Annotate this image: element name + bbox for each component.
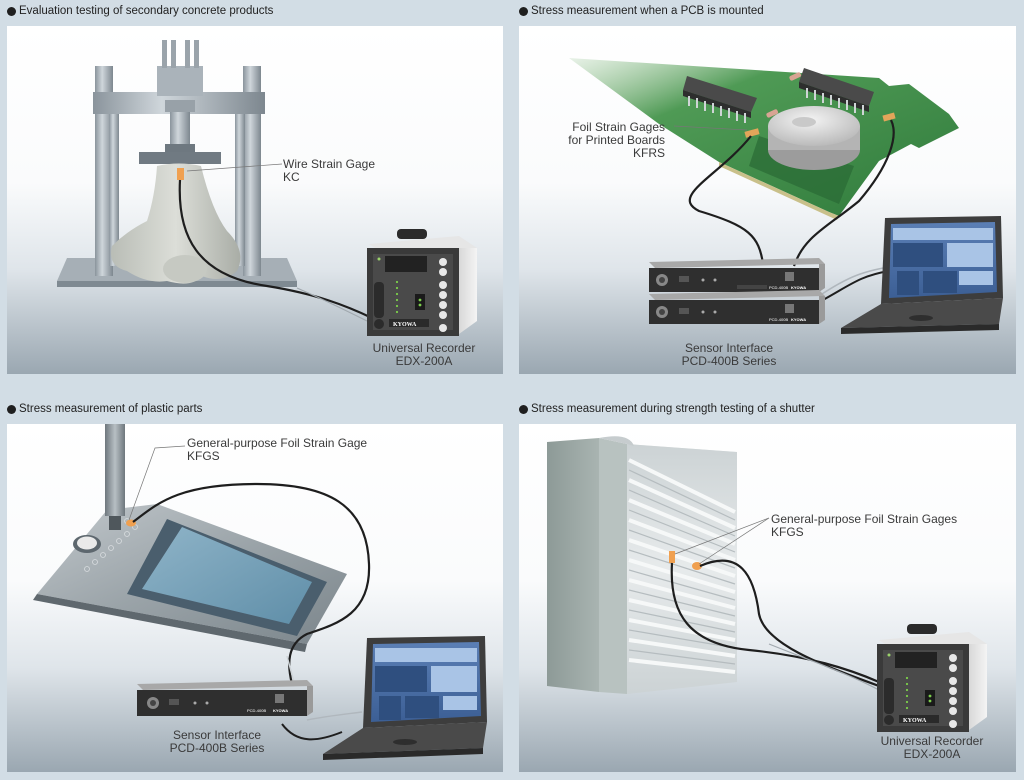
capacitor-disk xyxy=(768,106,860,170)
universal-recorder-device: KYOWA xyxy=(877,624,987,732)
section-title-concrete: Evaluation testing of secondary concrete… xyxy=(7,5,273,17)
pressing-rod xyxy=(105,424,125,530)
label-universal-recorder: Universal Recorder EDX-200A xyxy=(372,341,476,368)
ic-chip xyxy=(683,76,757,123)
laptop xyxy=(323,636,487,760)
cable xyxy=(688,135,765,265)
panel-concrete-testing: KYOWA Wire Strain Gage KC Universal Reco… xyxy=(7,26,503,374)
plastic-tablet-part xyxy=(33,504,347,652)
leader-line xyxy=(674,517,770,555)
wire-strain-gage xyxy=(177,168,184,180)
shutter-illustration: KYOWA xyxy=(547,436,987,732)
cable xyxy=(132,482,371,685)
resistor xyxy=(766,109,779,118)
cable xyxy=(699,559,880,688)
test-frame-ram xyxy=(139,100,221,164)
section-title-text: Stress measurement during strength testi… xyxy=(531,403,815,415)
universal-recorder-device: KYOWA xyxy=(367,229,477,336)
device-model-text: PCD-400B xyxy=(247,708,266,713)
panel-shutter-testing: KYOWA General-purpose Foil Strain Gages … xyxy=(519,424,1016,772)
section-title-text: Stress measurement of plastic parts xyxy=(19,403,203,415)
concrete-block xyxy=(111,163,241,284)
label-wire-strain-gage: Wire Strain Gage KC xyxy=(283,157,376,184)
device-brand-logo: KYOWA xyxy=(903,718,927,724)
label-general-purpose-foil-strain-gage: General-purpose Foil Strain Gage KFGS xyxy=(187,436,368,463)
sensor-interface-device: PCD-400B KYOWA xyxy=(137,680,313,716)
label-general-purpose-foil-strain-gages: General-purpose Foil Strain Gages KFGS xyxy=(771,512,958,539)
plastic-parts-illustration: PCD-400B KYOWA xyxy=(33,424,487,760)
cable xyxy=(792,119,895,267)
leader-line xyxy=(673,125,748,131)
section-title-text: Evaluation testing of secondary concrete… xyxy=(19,5,274,17)
leader-line xyxy=(186,163,283,172)
section-title-shutter: Stress measurement during strength testi… xyxy=(519,403,815,415)
cable xyxy=(670,562,880,684)
section-title-pcb: Stress measurement when a PCB is mounted xyxy=(519,5,764,17)
label-sensor-interface: Sensor Interface PCD-400B Series xyxy=(169,728,265,755)
bullet-icon xyxy=(7,6,16,16)
device-model-text: PCD-400B xyxy=(769,317,788,322)
device-model-text: PCD-400B xyxy=(769,285,788,290)
shutter xyxy=(547,436,737,694)
sensor-interface-device: PCD-400B KYOWA xyxy=(649,258,825,292)
laptop xyxy=(841,216,1003,334)
bullet-icon xyxy=(519,404,528,414)
foil-strain-gage xyxy=(744,128,760,138)
bullet-icon xyxy=(7,404,16,414)
cable xyxy=(178,179,373,319)
label-sensor-interface: Sensor Interface PCD-400B Series xyxy=(681,341,777,368)
section-title-plastic: Stress measurement of plastic parts xyxy=(7,403,202,415)
resistor xyxy=(789,72,802,81)
concrete-test-illustration: KYOWA xyxy=(57,40,477,336)
label-universal-recorder: Universal Recorder EDX-200A xyxy=(880,734,984,761)
device-brand-logo: KYOWA xyxy=(393,322,417,328)
section-title-text: Stress measurement when a PCB is mounted xyxy=(531,5,764,17)
foil-strain-gage xyxy=(669,551,675,563)
device-brand-logo: KYOWA xyxy=(273,708,288,713)
label-foil-strain-gages-kfrs: Foil Strain Gages for Printed Boards KFR… xyxy=(568,120,665,160)
leader-line xyxy=(698,517,770,565)
leader-line xyxy=(128,445,186,521)
pcb-illustration: PCD-400B KYOWA PCD-400B KYOWA xyxy=(569,58,1003,334)
panel-pcb-stress: PCD-400B KYOWA PCD-400B KYOWA xyxy=(519,26,1016,374)
device-brand-logo: KYOWA xyxy=(791,317,806,322)
ic-chip xyxy=(799,68,874,115)
device-brand-logo: KYOWA xyxy=(791,285,806,290)
sensor-interface-device: PCD-400B KYOWA xyxy=(649,290,825,324)
bullet-icon xyxy=(519,6,528,16)
panel-plastic-parts: PCD-400B KYOWA General-purpose Foil Stra… xyxy=(7,424,503,772)
